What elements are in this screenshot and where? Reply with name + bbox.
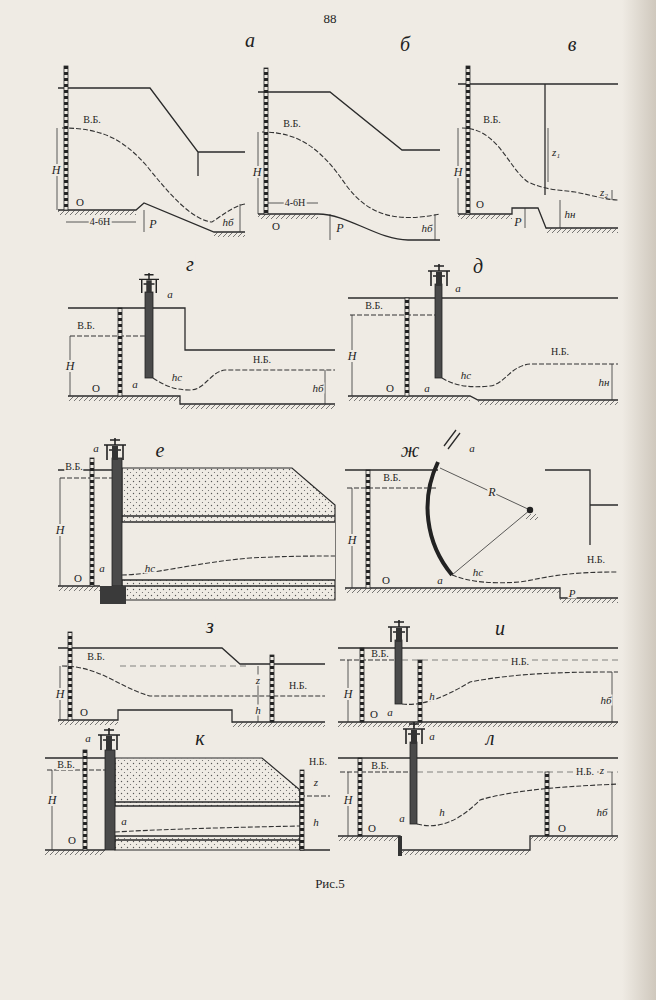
dimension-label: H [453,166,464,178]
page-number: 88 [323,12,338,25]
dimension-label: H [347,350,358,362]
dimension-label: hн [598,377,611,388]
dimension-label: a [423,383,431,394]
level-label: В.Б. [282,119,301,129]
level-label: В.Б. [370,649,389,659]
dimension-label: z [599,765,605,776]
panel-letter: к [194,728,205,748]
panel-letter: и [494,618,506,638]
datum-label: O [271,221,281,232]
datum-label: O [79,707,89,718]
dimension-label: H [55,688,66,700]
dimension-label: hб [311,383,324,394]
level-label: В.Б. [482,115,501,125]
panel-letter: ж [400,440,421,460]
dimension-label: z [313,777,319,788]
dimension-label: P [148,218,157,230]
level-label: В.Б. [370,761,389,771]
dimension-label: H [55,524,66,536]
level-label: Н.Б. [575,767,595,777]
dimension-label: hc [472,567,484,578]
dimension-label: P [568,588,577,599]
dimension-label: H [347,534,358,546]
dimension-label: h [254,705,262,716]
panel-letter: в [567,34,578,54]
dimension-label: H [51,164,62,176]
dimension-label: P [513,216,522,228]
dimension-label: a [98,563,106,574]
dimension-label: H [65,360,76,372]
dimension-label: hб [221,217,234,228]
level-label: Н.Б. [586,555,606,565]
level-label: Н.Б. [308,757,328,767]
dimension-label: a [436,575,444,586]
datum-label: O [75,197,85,208]
dimension-label: a [166,289,174,300]
dimension-label: hc [460,370,472,381]
dimension-label: a [120,816,128,827]
level-label: Н.Б. [252,355,272,365]
panel-letter: е [155,440,166,460]
dimension-label: H [47,794,58,806]
dimension-label: P [335,222,344,234]
dimension-label: H [343,688,354,700]
dimension-label: z₁ [551,147,561,158]
dimension-label: h [428,691,436,702]
panel-letter: л [485,728,496,748]
dimension-label: hc [171,372,183,383]
dimension-label: a [92,443,100,454]
datum-label: O [367,823,377,834]
dimension-label: 4-6H [284,198,307,208]
dimension-label: a [84,733,92,744]
dimension-label: a [398,813,406,824]
dimension-label: h [312,817,320,828]
dimension-label: z₂ [599,187,609,198]
level-label: В.Б. [64,462,83,472]
panel-letter: г [185,254,195,274]
dimension-label: 4-6H [89,217,112,227]
level-label: В.Б. [56,760,75,770]
dimension-label: a [428,731,436,742]
dimension-label: H [343,794,354,806]
level-label: Н.Б. [510,657,530,667]
panel-letter: д [472,256,484,276]
datum-label: O [91,383,101,394]
dimension-label: hc [144,563,156,574]
dimension-label: hб [599,695,612,706]
dimension-label: h [438,807,446,818]
datum-label: O [385,383,395,394]
datum-label: O [73,573,83,584]
datum-label: O [381,575,391,586]
dimension-label: a [454,283,462,294]
datum-label: O [475,199,485,210]
datum-label: O [557,823,567,834]
dimension-label: hб [420,223,433,234]
dimension-label: hб [595,807,608,818]
panel-letter: б [399,34,411,54]
level-label: В.Б. [82,115,101,125]
dimension-label: a [386,707,394,718]
datum-label: O [369,709,379,720]
level-label: В.Б. [86,652,105,662]
panel-letter: з [205,616,215,636]
level-label: В.Б. [76,321,95,331]
dimension-label: z [255,675,261,686]
datum-label: O [67,835,77,846]
dimension-label: a [468,443,476,454]
level-label: Н.Б. [550,347,570,357]
dimension-label: hн [564,209,577,220]
level-label: В.Б. [382,473,401,483]
level-label: В.Б. [364,301,383,311]
dimension-label: a [131,379,139,390]
dimension-label: R [487,486,496,498]
dimension-label: H [252,166,263,178]
panel-letter: а [244,30,256,50]
level-label: Н.Б. [288,681,308,691]
figure-caption: Рис.5 [314,877,346,890]
